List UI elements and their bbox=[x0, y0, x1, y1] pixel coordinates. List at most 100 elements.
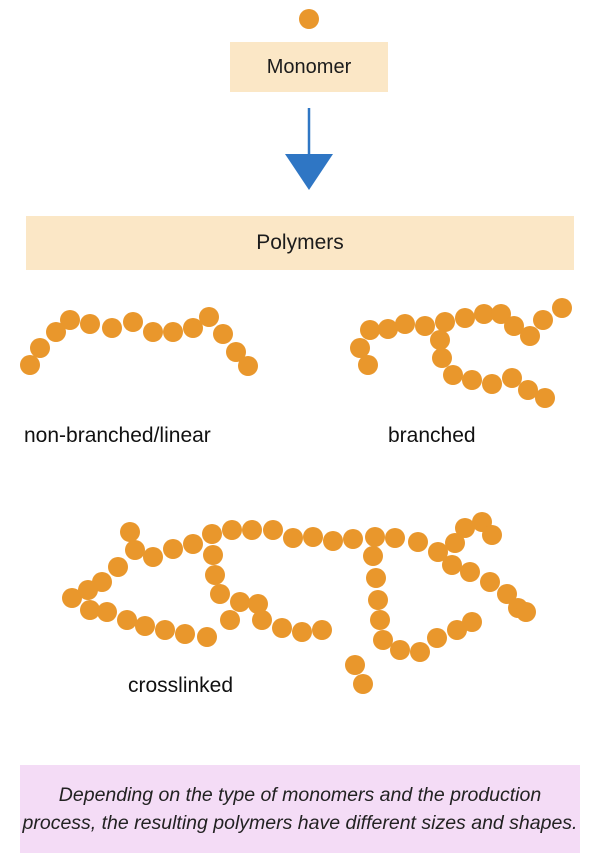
monomer-bead bbox=[504, 316, 524, 336]
branched-polymer-label: branched bbox=[388, 424, 476, 447]
monomer-bead bbox=[432, 348, 452, 368]
monomer-bead bbox=[482, 525, 502, 545]
monomer-bead bbox=[197, 627, 217, 647]
monomer-bead bbox=[248, 594, 268, 614]
monomer-bead bbox=[102, 318, 122, 338]
monomer-bead bbox=[366, 568, 386, 588]
monomer-bead-group bbox=[299, 9, 319, 29]
polymers-label-box: Polymers bbox=[26, 216, 574, 270]
monomer-bead bbox=[462, 612, 482, 632]
monomer-bead bbox=[442, 555, 462, 575]
monomer-bead bbox=[353, 674, 373, 694]
monomer-bead bbox=[428, 542, 448, 562]
monomer-bead bbox=[460, 562, 480, 582]
monomer-bead bbox=[415, 316, 435, 336]
monomer-label: Monomer bbox=[266, 55, 352, 78]
monomer-bead bbox=[350, 338, 370, 358]
arrow-head bbox=[285, 154, 333, 190]
monomer-bead bbox=[312, 620, 332, 640]
monomer-bead bbox=[395, 314, 415, 334]
monomer-bead bbox=[203, 545, 223, 565]
monomer-bead bbox=[455, 518, 475, 538]
monomer-bead bbox=[46, 322, 66, 342]
caption-box: Depending on the type of monomers and th… bbox=[20, 765, 580, 853]
down-arrow-icon bbox=[285, 108, 333, 190]
monomer-bead bbox=[385, 528, 405, 548]
monomer-bead bbox=[533, 310, 553, 330]
monomer-bead bbox=[390, 640, 410, 660]
monomer-bead bbox=[143, 547, 163, 567]
monomer-bead bbox=[20, 355, 40, 375]
monomer-bead bbox=[502, 368, 522, 388]
polymers-label: Polymers bbox=[256, 231, 344, 254]
monomer-bead bbox=[213, 324, 233, 344]
monomer-bead bbox=[443, 365, 463, 385]
monomer-bead bbox=[199, 307, 219, 327]
monomer-bead bbox=[408, 532, 428, 552]
monomer-bead bbox=[183, 318, 203, 338]
monomer-bead bbox=[120, 522, 140, 542]
monomer-bead bbox=[445, 533, 465, 553]
monomer-bead bbox=[447, 620, 467, 640]
monomer-bead bbox=[552, 298, 572, 318]
monomer-bead bbox=[230, 592, 250, 612]
monomer-bead bbox=[125, 540, 145, 560]
monomer-bead bbox=[175, 624, 195, 644]
monomer-bead bbox=[143, 322, 163, 342]
monomer-bead bbox=[430, 330, 450, 350]
monomer-bead bbox=[343, 529, 363, 549]
monomer-bead bbox=[410, 642, 430, 662]
monomer-bead bbox=[303, 527, 323, 547]
monomer-bead bbox=[370, 610, 390, 630]
monomer-bead bbox=[242, 520, 262, 540]
monomer-bead bbox=[183, 534, 203, 554]
caption-text: Depending on the type of monomers and th… bbox=[22, 784, 578, 834]
monomer-bead bbox=[360, 320, 380, 340]
monomer-bead bbox=[491, 304, 511, 324]
monomer-bead bbox=[60, 310, 80, 330]
monomer-bead bbox=[80, 600, 100, 620]
monomer-bead bbox=[202, 524, 222, 544]
monomer-bead bbox=[123, 312, 143, 332]
monomer-bead bbox=[482, 374, 502, 394]
monomer-bead bbox=[30, 338, 50, 358]
monomer-bead bbox=[238, 356, 258, 376]
monomer-bead bbox=[497, 584, 517, 604]
monomer-bead bbox=[516, 602, 536, 622]
monomer-bead bbox=[299, 9, 319, 29]
monomer-bead bbox=[323, 531, 343, 551]
monomer-bead bbox=[520, 326, 540, 346]
monomer-bead bbox=[155, 620, 175, 640]
crosslinked-polymer-label: crosslinked bbox=[128, 674, 234, 697]
monomer-bead bbox=[292, 622, 312, 642]
monomer-bead bbox=[272, 618, 292, 638]
monomer-label-box: Monomer bbox=[230, 42, 388, 92]
monomer-bead bbox=[363, 546, 383, 566]
monomer-bead bbox=[163, 322, 183, 342]
monomer-bead bbox=[345, 655, 365, 675]
monomer-bead bbox=[368, 590, 388, 610]
monomer-bead bbox=[435, 312, 455, 332]
monomer-bead bbox=[226, 342, 246, 362]
linear-polymer-label: non-branched/linear bbox=[24, 424, 211, 447]
monomer-bead bbox=[455, 308, 475, 328]
monomer-bead bbox=[518, 380, 538, 400]
monomer-bead bbox=[117, 610, 137, 630]
monomer-bead bbox=[135, 616, 155, 636]
monomer-bead bbox=[163, 539, 183, 559]
monomer-bead bbox=[263, 520, 283, 540]
crosslinked-polymer bbox=[62, 512, 536, 694]
monomer-bead bbox=[108, 557, 128, 577]
branched-polymer bbox=[350, 298, 572, 408]
monomer-bead bbox=[97, 602, 117, 622]
monomer-bead bbox=[378, 319, 398, 339]
monomer-bead bbox=[210, 584, 230, 604]
monomer-bead bbox=[427, 628, 447, 648]
monomer-bead bbox=[474, 304, 494, 324]
monomer-bead bbox=[358, 355, 378, 375]
monomer-bead bbox=[480, 572, 500, 592]
monomer-bead bbox=[365, 527, 385, 547]
monomer-bead bbox=[80, 314, 100, 334]
linear-polymer bbox=[20, 307, 258, 376]
